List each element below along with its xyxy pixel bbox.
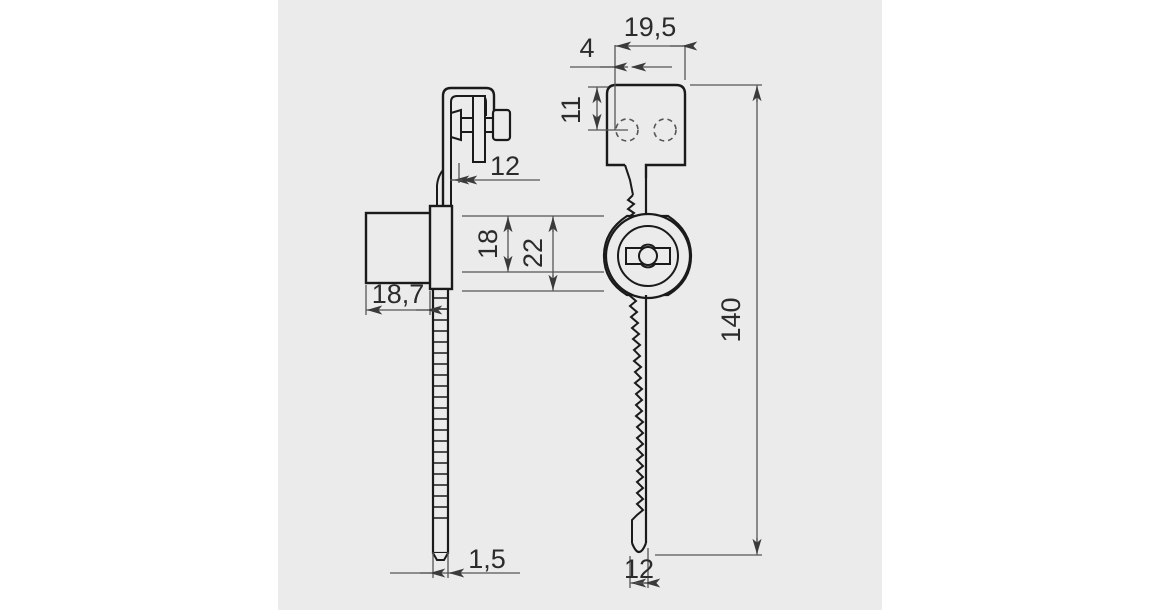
bracket-plate-left	[605, 94, 625, 167]
rack-teeth	[433, 297, 448, 519]
dimension-label-1-5: 1,5	[468, 544, 506, 574]
clamp-pad	[450, 108, 462, 142]
hole-left-icon	[615, 118, 639, 142]
thumbscrew-knob	[491, 108, 512, 142]
dimension-12-top: 12	[450, 151, 540, 185]
rack-tip	[432, 552, 449, 561]
side-view-group	[364, 86, 512, 561]
dimension-layer: 12 18,7 1,5	[365, 12, 762, 588]
dimension-18-7: 18,7	[365, 279, 443, 315]
dimension-18: 18	[473, 216, 513, 272]
rack-teeth-upper	[626, 194, 636, 218]
bracket-plate	[605, 83, 687, 178]
dimension-label-18-7: 18,7	[372, 279, 425, 309]
thumbscrew-collar	[472, 95, 486, 163]
dimension-label-22: 22	[518, 238, 548, 268]
dimension-label-12-top: 12	[490, 151, 520, 181]
dimension-4: 4	[570, 33, 672, 72]
clamp-outer-arm	[441, 86, 496, 163]
dimension-label-19-5: 19,5	[624, 12, 677, 42]
dimension-1-5: 1,5	[390, 544, 520, 578]
dimension-140: 140	[655, 84, 762, 556]
dimension-11: 11	[556, 86, 628, 131]
shank-taper	[436, 169, 444, 186]
dimension-label-18: 18	[473, 229, 503, 259]
rounded-end	[630, 542, 648, 554]
dimension-label-140: 140	[716, 297, 746, 342]
bracket-stub	[624, 164, 634, 196]
dimension-label-4: 4	[579, 33, 594, 63]
body-block	[364, 211, 434, 285]
drawing-background	[278, 0, 882, 610]
front-view-group	[602, 83, 693, 554]
dimension-12-bottom: 12	[624, 548, 661, 588]
rack-teeth-lower	[628, 294, 645, 543]
hole-right-icon	[653, 118, 677, 142]
dimension-label-11: 11	[556, 96, 586, 124]
body-bar	[428, 204, 454, 291]
rack-bar	[431, 287, 450, 555]
keyhole-barrel	[638, 246, 658, 266]
dimension-extension-lines-shared	[462, 215, 604, 292]
dimension-label-12-bottom: 12	[624, 554, 654, 584]
dimension-19-5: 19,5	[614, 12, 698, 130]
dimension-22: 22	[518, 216, 558, 291]
